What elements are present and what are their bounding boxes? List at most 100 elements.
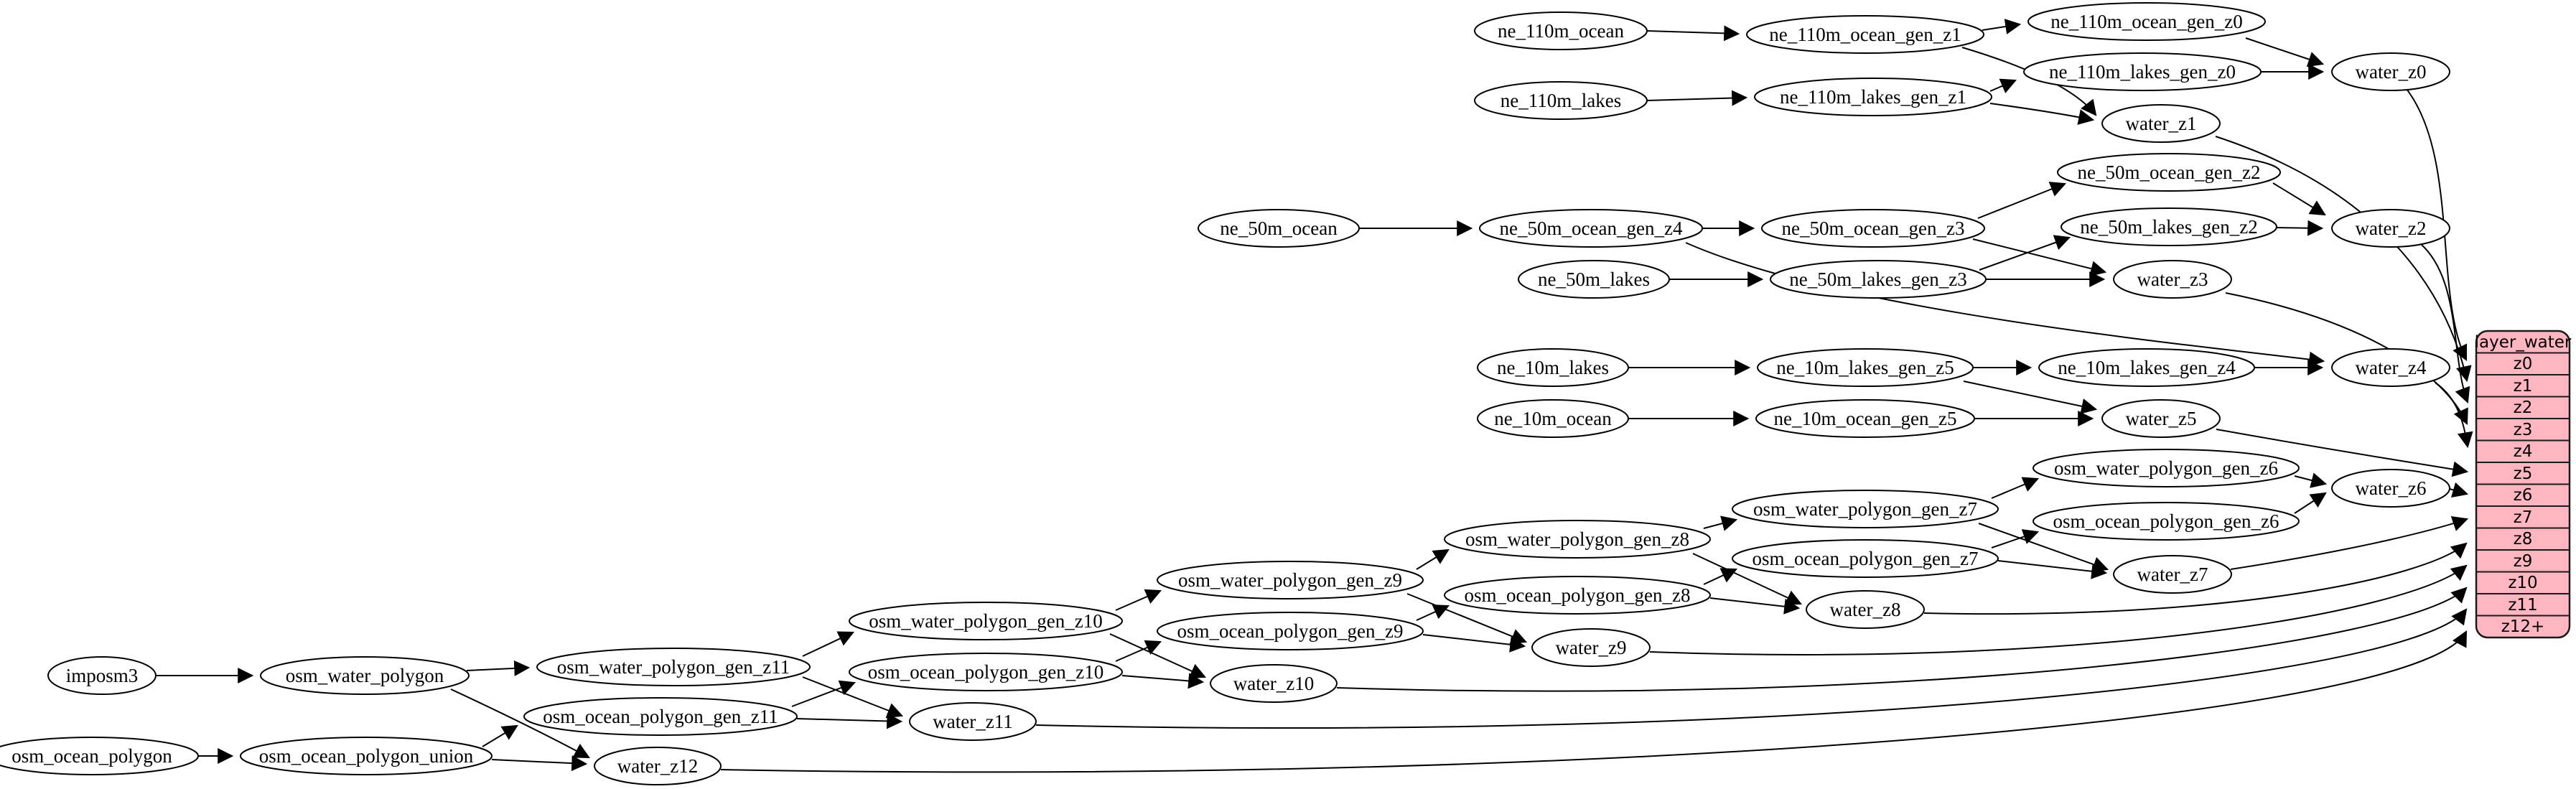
edge-oop_gen_z9-water_z9 xyxy=(1422,634,1526,653)
svg-text:ne_110m_lakes: ne_110m_lakes xyxy=(1501,90,1621,111)
node-ne_110m_ocean_gen_z0: ne_110m_ocean_gen_z0 xyxy=(2027,2,2266,41)
svg-text:water_z3: water_z3 xyxy=(2137,269,2208,290)
node-ne_10m_lakes_gen_z5: ne_10m_lakes_gen_z5 xyxy=(1757,348,1974,387)
svg-text:ne_110m_lakes_gen_z1: ne_110m_lakes_gen_z1 xyxy=(1780,86,1966,108)
table-row-z9: z9 xyxy=(2514,552,2533,571)
svg-text:ne_50m_lakes_gen_z2: ne_50m_lakes_gen_z2 xyxy=(2080,216,2257,238)
svg-text:ne_10m_lakes_gen_z5: ne_10m_lakes_gen_z5 xyxy=(1776,357,1954,378)
svg-text:water_z6: water_z6 xyxy=(2356,477,2427,499)
edge-osm_water_polygon-gen_z11 xyxy=(466,660,531,676)
edge-ne_50m_ocean_gen_z2-water_z2 xyxy=(2272,182,2326,216)
svg-text:osm_water_polygon_gen_z7: osm_water_polygon_gen_z7 xyxy=(1753,498,1977,520)
table-row-z10: z10 xyxy=(2508,574,2537,592)
svg-text:ne_50m_lakes: ne_50m_lakes xyxy=(1538,269,1650,290)
svg-text:osm_ocean_polygon: osm_ocean_polygon xyxy=(11,745,172,767)
node-water_z11: water_z11 xyxy=(909,702,1037,741)
edge-oop_gen_z10-oop_gen_z9 xyxy=(1115,640,1162,662)
node-ne_110m_ocean_gen_z1: ne_110m_ocean_gen_z1 xyxy=(1746,15,1984,54)
svg-text:ne_110m_ocean_gen_z1: ne_110m_ocean_gen_z1 xyxy=(1769,24,1961,45)
edge-owp_gen_z9-water_z9 xyxy=(1406,593,1528,644)
edge-water_z4-row_z4 xyxy=(2435,382,2473,449)
edge-water_z5-row_z5 xyxy=(2216,429,2469,477)
edge-water_z2-row_z2 xyxy=(2421,244,2470,404)
node-ne_50m_ocean_gen_z4: ne_50m_ocean_gen_z4 xyxy=(1479,209,1703,248)
svg-text:water_z10: water_z10 xyxy=(1233,673,1314,694)
node-osm_ocean_polygon_gen_z10: osm_ocean_polygon_gen_z10 xyxy=(849,653,1123,691)
table-row-z1: z1 xyxy=(2514,377,2533,396)
node-osm_ocean_polygon_gen_z9: osm_ocean_polygon_gen_z9 xyxy=(1157,612,1424,650)
edge-ne_50m_ocean_gen_z3-water_z3 xyxy=(1972,238,2107,276)
svg-text:ne_110m_ocean_gen_z0: ne_110m_ocean_gen_z0 xyxy=(2050,11,2242,32)
svg-text:water_z5: water_z5 xyxy=(2126,408,2197,429)
node-ne_110m_lakes: ne_110m_lakes xyxy=(1474,81,1648,120)
svg-text:ne_50m_lakes_gen_z3: ne_50m_lakes_gen_z3 xyxy=(1789,269,1966,290)
node-water_z8: water_z8 xyxy=(1806,590,1925,629)
node-osm_water_polygon_gen_z7: osm_water_polygon_gen_z7 xyxy=(1732,490,1999,528)
node-water_z2: water_z2 xyxy=(2331,209,2450,248)
node-ne_10m_ocean_gen_z5: ne_10m_ocean_gen_z5 xyxy=(1755,399,1975,438)
edge-oop_gen_z11-water_z11 xyxy=(796,713,903,729)
svg-text:ne_50m_ocean_gen_z4: ne_50m_ocean_gen_z4 xyxy=(1500,218,1683,239)
edge-ne_110m_ocean_gen_z0-water_z0 xyxy=(2245,37,2325,67)
svg-text:ne_50m_ocean: ne_50m_ocean xyxy=(1220,218,1338,239)
table-row-z7: z7 xyxy=(2514,508,2533,527)
edge-ne_110m_ocean-gen_z1 xyxy=(1646,25,1740,42)
node-water_z0: water_z0 xyxy=(2331,52,2450,91)
table-row-z12plus: z12+ xyxy=(2501,617,2545,636)
table-row-z4: z4 xyxy=(2514,442,2533,461)
table-title: layer_water xyxy=(2475,333,2572,352)
node-water_z10: water_z10 xyxy=(1210,664,1338,703)
edge-owp_gen_z7-owp_gen_z6 xyxy=(1991,477,2040,499)
svg-text:water_z4: water_z4 xyxy=(2356,357,2427,378)
svg-text:osm_water_polygon: osm_water_polygon xyxy=(286,665,444,686)
edge-osm_water_polygon-water_z12 xyxy=(450,688,590,759)
svg-text:ne_10m_ocean: ne_10m_ocean xyxy=(1494,408,1612,429)
edge-owp_gen_z7-water_z7 xyxy=(1978,523,2109,572)
edge-water_z8-row_z8 xyxy=(1923,542,2468,615)
node-ne_50m_lakes: ne_50m_lakes xyxy=(1518,260,1670,299)
svg-text:osm_ocean_polygon_gen_z7: osm_ocean_polygon_gen_z7 xyxy=(1753,548,1979,569)
svg-text:ne_110m_lakes_gen_z0: ne_110m_lakes_gen_z0 xyxy=(2049,61,2236,83)
edge-ne_50m_ocean_gen_z4-water_z4 xyxy=(1685,242,2325,368)
node-ne_110m_lakes_gen_z1: ne_110m_lakes_gen_z1 xyxy=(1754,78,1992,116)
node-water_z7: water_z7 xyxy=(2113,555,2232,594)
edge-water_z10-row_z10 xyxy=(1336,587,2468,692)
node-ne_50m_lakes_gen_z2: ne_50m_lakes_gen_z2 xyxy=(2061,207,2277,246)
svg-text:osm_water_polygon_gen_z6: osm_water_polygon_gen_z6 xyxy=(2054,457,2278,479)
node-ne_110m_lakes_gen_z0: ne_110m_lakes_gen_z0 xyxy=(2023,52,2262,91)
svg-text:ne_10m_ocean_gen_z5: ne_10m_ocean_gen_z5 xyxy=(1774,408,1957,429)
node-osm_water_polygon: osm_water_polygon xyxy=(260,656,470,695)
edge-owp_gen_z9-owp_gen_z8 xyxy=(1416,548,1450,570)
svg-text:water_z1: water_z1 xyxy=(2126,113,2197,134)
node-osm_water_polygon_gen_z8: osm_water_polygon_gen_z8 xyxy=(1444,520,1711,559)
edge-owp_gen_z11-water_z11 xyxy=(802,676,904,719)
svg-text:water_z0: water_z0 xyxy=(2356,61,2427,83)
svg-text:imposm3: imposm3 xyxy=(66,665,139,686)
svg-text:osm_ocean_polygon_gen_z8: osm_ocean_polygon_gen_z8 xyxy=(1465,584,1691,606)
node-imposm3: imposm3 xyxy=(47,656,157,695)
node-ne_50m_ocean: ne_50m_ocean xyxy=(1198,209,1360,248)
edge-water_z6-row_z6 xyxy=(2449,482,2469,498)
node-ne_50m_ocean_gen_z2: ne_50m_ocean_gen_z2 xyxy=(2057,153,2281,192)
svg-text:water_z9: water_z9 xyxy=(1556,637,1627,658)
node-ne_10m_ocean: ne_10m_ocean xyxy=(1477,399,1629,438)
table-row-z8: z8 xyxy=(2514,530,2533,548)
svg-text:ne_10m_lakes: ne_10m_lakes xyxy=(1497,357,1609,378)
node-osm_ocean_polygon_union: osm_ocean_polygon_union xyxy=(240,737,493,775)
svg-text:osm_water_polygon_gen_z8: osm_water_polygon_gen_z8 xyxy=(1465,528,1689,550)
svg-text:water_z7: water_z7 xyxy=(2137,564,2208,585)
edge-owp_gen_z8-owp_gen_z7 xyxy=(1703,515,1738,531)
node-osm_ocean_polygon_gen_z8: osm_ocean_polygon_gen_z8 xyxy=(1444,576,1711,615)
node-water_z3: water_z3 xyxy=(2113,260,2232,299)
svg-text:osm_ocean_polygon_union: osm_ocean_polygon_union xyxy=(259,745,474,767)
nodes-layer: ne_110m_ocean ne_110m_ocean_gen_z1 ne_11… xyxy=(0,2,2450,785)
edge-ne_110m_lakes-gen_z1 xyxy=(1646,90,1748,106)
svg-text:osm_ocean_polygon_gen_z10: osm_ocean_polygon_gen_z10 xyxy=(868,661,1103,683)
svg-text:water_z12: water_z12 xyxy=(617,755,698,777)
edge-oop_gen_z6-water_z6 xyxy=(2294,492,2327,514)
svg-text:osm_ocean_polygon_gen_z9: osm_ocean_polygon_gen_z9 xyxy=(1177,620,1404,642)
svg-text:water_z8: water_z8 xyxy=(1830,599,1901,620)
node-ne_10m_lakes: ne_10m_lakes xyxy=(1477,348,1629,387)
svg-text:ne_50m_ocean_gen_z2: ne_50m_ocean_gen_z2 xyxy=(2078,162,2261,183)
